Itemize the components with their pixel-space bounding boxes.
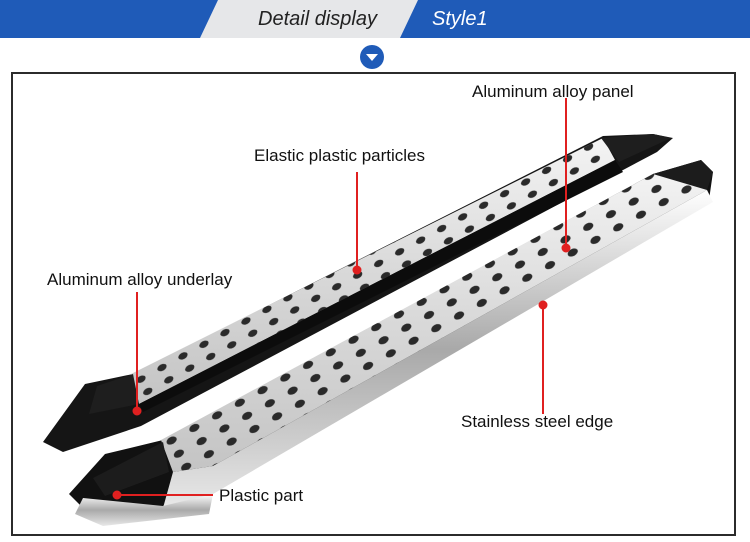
label-aluminum-alloy-panel: Aluminum alloy panel [472,82,634,101]
label-stainless-steel-edge: Stainless steel edge [461,412,614,431]
callout-dot-panel [561,243,571,253]
callout-markers [112,98,571,500]
front-running-board [69,160,713,526]
header-banner: Detail display Style1 [0,0,750,38]
scroll-down-button[interactable] [359,44,385,70]
header-background [0,0,750,38]
tab-style1[interactable]: Style1 [432,8,488,30]
chevron-down-icon [360,45,384,69]
label-plastic-part: Plastic part [219,486,304,505]
callout-dot-particles [352,265,362,275]
rear-running-board [43,134,673,452]
tab-detail-display[interactable]: Detail display [258,8,377,30]
running-boards-image [43,98,713,526]
callout-dot-plastic [112,490,122,500]
product-image-frame: Aluminum alloy panel Elastic plastic par… [11,72,736,536]
callout-dot-steel-edge [538,300,548,310]
label-aluminum-alloy-underlay: Aluminum alloy underlay [47,270,233,289]
label-elastic-plastic-particles: Elastic plastic particles [254,146,426,165]
callout-dot-underlay [132,406,142,416]
